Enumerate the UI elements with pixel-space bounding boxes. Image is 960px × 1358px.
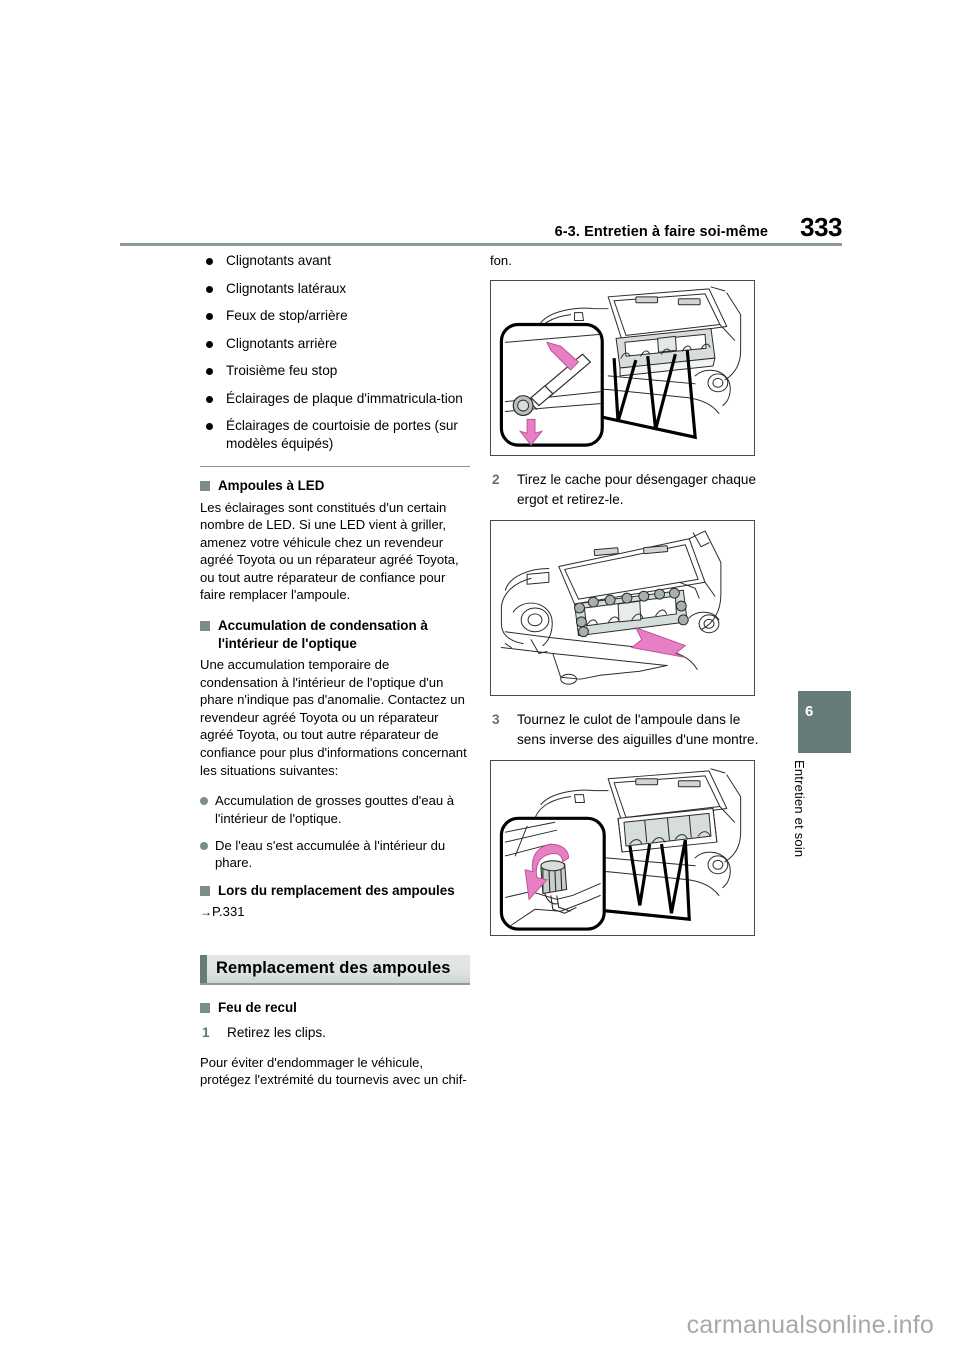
header-divider xyxy=(120,243,842,246)
right-column: fon. xyxy=(490,252,760,950)
cross-reference-link[interactable]: →P.331 xyxy=(200,903,470,921)
paragraph-condensation: Une accumulation temporaire de condensat… xyxy=(200,657,467,778)
list-item-label: Troisième feu stop xyxy=(226,363,338,378)
step-text: Retirez les clips. xyxy=(227,1025,326,1041)
step-text: Tournez le culot de l'ampoule dans le se… xyxy=(517,712,759,747)
heading-label: Feu de recul xyxy=(218,999,297,1015)
page-header: 6-3. Entretien à faire soi-même 333 xyxy=(120,212,843,243)
step-number: 2 xyxy=(492,472,500,488)
step-text: Tirez le cache pour désengager chaque er… xyxy=(517,472,757,507)
list-item: Troisième feu stop xyxy=(200,362,470,380)
list-item-label: Éclairages de plaque d'immatricula-tion xyxy=(226,390,463,406)
page-number: 333 xyxy=(800,212,842,242)
heading-label: Ampoules à LED xyxy=(218,478,325,493)
step-1: 1 Retirez les clips. xyxy=(200,1023,470,1043)
list-item-label: De l'eau s'est accumulée à l'intérieur d… xyxy=(215,838,446,871)
square-bullet-icon xyxy=(200,885,210,896)
bullet-dot-icon xyxy=(200,797,208,806)
step-2: 2 Tirez le cache pour désengager chaque … xyxy=(490,470,760,509)
section-title-bar: Remplacement des ampoules xyxy=(200,954,470,985)
chapter-tab-label: Entretien et soin xyxy=(792,760,807,858)
cross-reference-label: P.331 xyxy=(212,904,245,920)
bullet-dot-icon xyxy=(206,340,213,348)
list-item: Clignotants latéraux xyxy=(200,280,470,298)
list-item-label: Clignotants latéraux xyxy=(226,280,347,296)
bullet-dot-icon xyxy=(206,258,213,265)
list-item-label: Clignotants avant xyxy=(226,253,332,268)
heading-label: Lors du remplacement des ampoules xyxy=(218,882,455,898)
heading-bulb-replacement-ref: Lors du remplacement des ampoules xyxy=(200,882,470,900)
list-item-label: Accumulation de grosses gouttes d'eau à … xyxy=(215,793,455,826)
bullet-dot-icon xyxy=(206,368,213,375)
list-item: Accumulation de grosses gouttes d'eau à … xyxy=(200,792,470,827)
bullet-dot-icon xyxy=(200,842,208,851)
square-bullet-icon xyxy=(200,481,210,491)
lamp-type-list: Clignotants avant Clignotants latéraux F… xyxy=(200,252,470,453)
bullet-dot-icon xyxy=(206,423,213,430)
list-item-label: Éclairages de courtoisie de portes (sur … xyxy=(226,418,458,451)
heading-led-bulbs: Ampoules à LED xyxy=(200,477,470,495)
heading-label: Accumulation de condensation à l'intérie… xyxy=(218,618,428,651)
left-column: Clignotants avant Clignotants latéraux F… xyxy=(200,252,470,1102)
list-item: Feux de stop/arrière xyxy=(200,307,470,325)
list-item: Éclairages de plaque d'immatricula-tion xyxy=(200,390,470,408)
figure-clip-removal-screwdriver xyxy=(490,280,755,457)
square-bullet-icon xyxy=(200,621,210,632)
section-divider xyxy=(200,466,470,467)
bullet-dot-icon xyxy=(206,313,213,320)
watermark: carmanualsonline.info xyxy=(686,1311,934,1339)
step-number: 1 xyxy=(202,1025,210,1041)
chapter-tab-number: 6 xyxy=(805,703,814,720)
square-bullet-icon xyxy=(200,1002,210,1013)
bullet-dot-icon xyxy=(206,285,213,293)
arrow-right-icon: → xyxy=(200,905,212,920)
paragraph-led-bulbs: Les éclairages sont constitués d'un cert… xyxy=(200,499,459,603)
list-item: Clignotants arrière xyxy=(200,335,470,353)
figure-cover-removal-bumper xyxy=(490,520,755,697)
list-item: Clignotants avant xyxy=(200,252,470,270)
chapter-tab: 6 xyxy=(798,691,851,753)
page-title: 6-3. Entretien à faire soi-même xyxy=(554,224,768,240)
condensation-situations-list: Accumulation de grosses gouttes d'eau à … xyxy=(200,792,470,872)
heading-reverse-lamp: Feu de recul xyxy=(200,999,470,1017)
list-item-label: Clignotants arrière xyxy=(226,335,338,351)
step-3: 3 Tournez le culot de l'ampoule dans le … xyxy=(490,710,760,749)
list-item: De l'eau s'est accumulée à l'intérieur d… xyxy=(200,837,470,872)
step-number: 3 xyxy=(492,712,500,728)
section-title-label: Remplacement des ampoules xyxy=(216,959,451,978)
heading-condensation: Accumulation de condensation à l'intérie… xyxy=(200,617,470,652)
continued-text: fon. xyxy=(490,253,512,268)
list-item-label: Feux de stop/arrière xyxy=(226,308,348,323)
figure-bulb-socket-rotation xyxy=(490,760,755,937)
section-accent-bar xyxy=(200,954,207,983)
paragraph-caution: Pour éviter d'endommager le véhicule, pr… xyxy=(200,1054,467,1088)
list-item: Éclairages de courtoisie de portes (sur … xyxy=(200,417,470,453)
bullet-dot-icon xyxy=(206,395,213,403)
